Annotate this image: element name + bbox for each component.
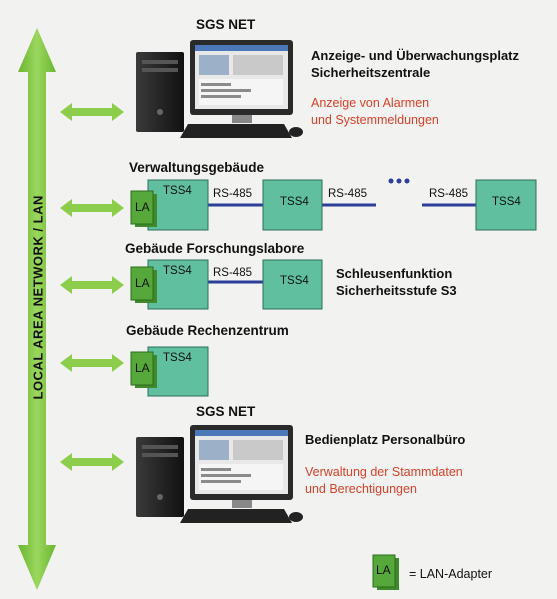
row3-adapter-label: LA [135,361,150,375]
tss4-device-boxes [147,179,537,397]
row2-heading: Gebäude Forschungslabore [125,241,305,256]
top-station-title: SGS NET [196,17,256,32]
row2-note: Schleusenfunktion Sicherheitsstufe S3 [336,266,457,298]
row1-heading: Verwaltungsgebäude [129,160,265,175]
row1-bus-label-3: RS-485 [429,188,468,200]
row1-device-4: TSS4 [492,196,521,208]
lan-backbone-arrow [18,28,56,590]
legend-symbol: LA [376,563,391,577]
bottom-station-title: SGS NET [196,404,256,419]
row1-adapter-label: LA [135,200,150,214]
workstation-icon [136,40,303,138]
row1-bus-label-1: RS-485 [213,188,252,200]
row2-device-1: TSS4 [163,265,192,277]
workstation-icon [136,425,303,523]
row2-bus-label: RS-485 [213,267,252,279]
rs485-bus-lines [208,203,476,284]
continuation-dots [388,178,410,184]
row1-bus-label-2: RS-485 [328,188,367,200]
lan-adapter-icon [130,266,157,303]
row1-device-1: TSS4 [163,185,192,197]
row3-heading: Gebäude Rechenzentrum [126,323,289,338]
row2-device-2: TSS4 [280,275,309,287]
legend-adapter-icon [372,554,399,590]
connector-arrows [60,103,124,471]
bottom-station-heading: Bedienplatz Personalbüro [305,432,466,447]
connector-arrow-row3 [60,354,124,372]
lan-adapter-icon [130,190,157,227]
connector-arrow-row1 [60,199,124,217]
bottom-station-description: Verwaltung der Stammdaten und Berechtigu… [305,465,463,496]
top-station-heading: Anzeige- und Überwachungsplatz Sicherhei… [311,48,520,80]
connector-arrow-top-station [60,103,124,121]
lan-adapter-icons [130,190,399,590]
connector-arrow-bottom-station [60,453,124,471]
row2-adapter-label: LA [135,276,150,290]
row1-device-2: TSS4 [280,196,309,208]
legend-text: = LAN-Adapter [409,567,493,581]
top-station-description: Anzeige von Alarmen und Systemmeldungen [311,96,439,127]
lan-adapter-icon [130,351,157,388]
lan-label: LOCAL AREA NETWORK / LAN [30,195,46,400]
row3-device-1: TSS4 [163,352,192,364]
connector-arrow-row2 [60,276,124,294]
